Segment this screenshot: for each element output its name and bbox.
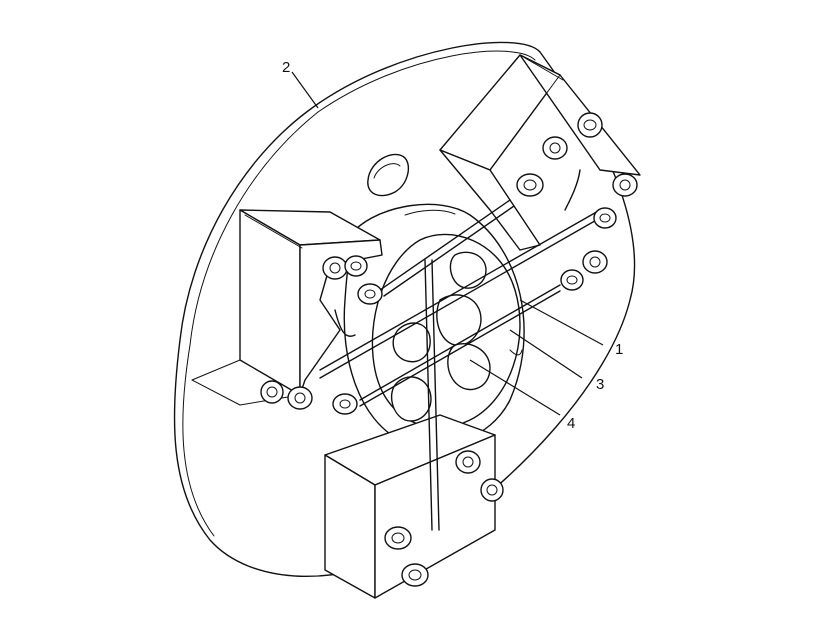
callout-label-2: 2	[282, 59, 290, 76]
terminal-right-c	[577, 112, 603, 138]
callout-labels: 2 1 3 4	[282, 59, 623, 432]
terminal-upper-left-b	[344, 255, 368, 277]
terminal-right-a	[516, 173, 544, 197]
leader-1	[519, 299, 604, 346]
callout-label-1: 1	[615, 341, 623, 358]
terminal-lower-d	[401, 563, 429, 587]
terminal-upper-left-c	[357, 283, 383, 305]
leader-3	[509, 329, 583, 379]
terminal-upper-left-a	[322, 256, 348, 280]
callout-label-3: 3	[596, 376, 604, 393]
ring-terminals	[260, 112, 638, 587]
terminal-right-b	[542, 136, 568, 160]
connecting-rods	[319, 169, 601, 531]
terminal-right-g	[560, 269, 584, 291]
upper-right-terminal-box	[439, 54, 641, 251]
terminal-right-e	[593, 207, 617, 229]
callout-label-4: 4	[567, 415, 575, 432]
hub-plate	[343, 203, 525, 447]
callout-leaders	[291, 71, 604, 416]
leader-4	[469, 359, 561, 416]
terminal-left-c	[332, 393, 358, 415]
leader-2	[291, 71, 319, 109]
lower-terminal-box	[324, 414, 496, 599]
terminal-left-a	[260, 380, 284, 404]
terminal-right-f	[582, 250, 608, 274]
terminal-left-b	[287, 386, 313, 410]
terminal-lower-c	[384, 526, 412, 550]
terminal-lower-a	[455, 450, 481, 474]
terminal-right-d	[612, 173, 638, 197]
terminal-lower-b	[480, 478, 504, 502]
